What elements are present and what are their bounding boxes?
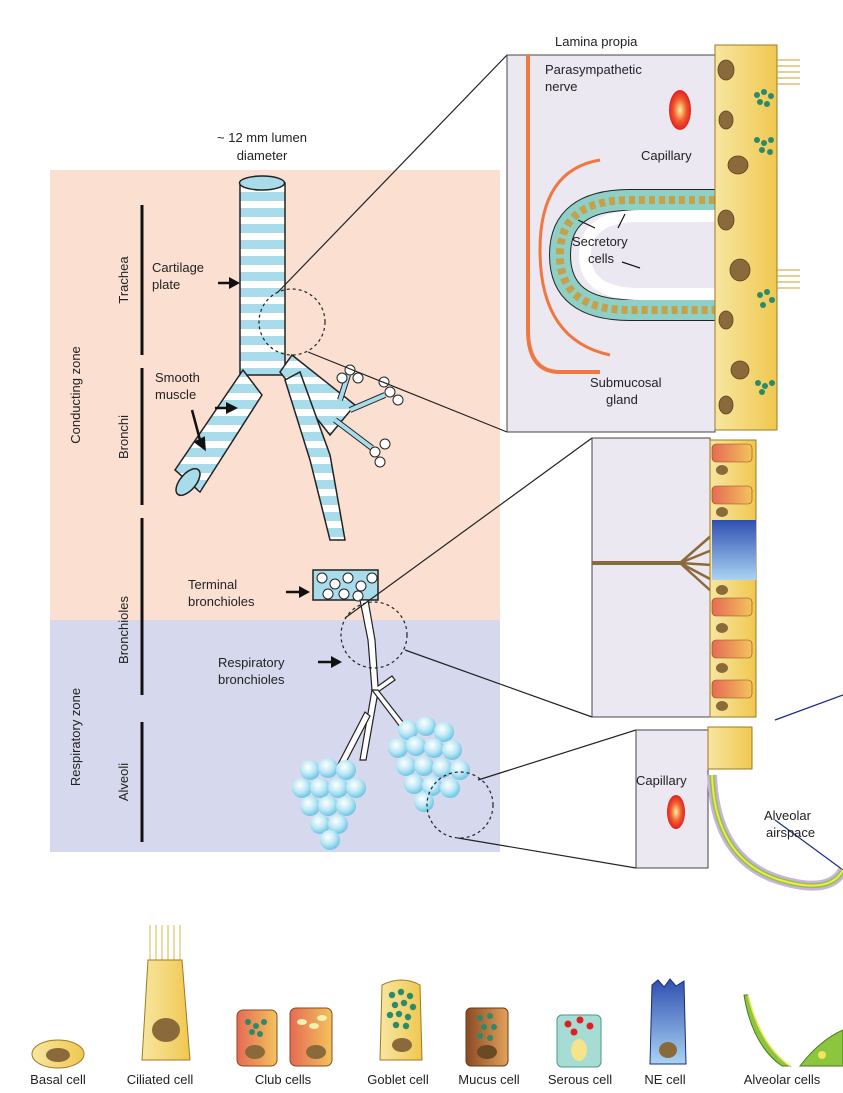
lumen-label-line1: ~ 12 mm lumen xyxy=(217,130,307,145)
trachea-label: Trachea xyxy=(116,256,131,304)
terminal-label-line2: bronchioles xyxy=(188,594,255,609)
nerve-label-line2: nerve xyxy=(545,79,578,94)
respiratory-bronchioles-label-line1: Respiratory xyxy=(218,655,285,670)
legend-alveolar-cells: Alveolar cells xyxy=(744,1072,821,1087)
trachea-tube xyxy=(240,176,286,375)
capillary-label: Capillary xyxy=(641,148,692,163)
alveolar-detail-box xyxy=(636,727,843,886)
capillary-bottom xyxy=(667,795,685,829)
conducting-zone-label: Conducting zone xyxy=(68,346,83,444)
cell-legend-labels: Basal cell Ciliated cell Club cells Gobl… xyxy=(30,1072,821,1087)
goblet-cell-icon xyxy=(380,980,422,1060)
smooth-muscle-label-line2: muscle xyxy=(155,387,196,402)
bronchi-label: Bronchi xyxy=(116,415,131,459)
legend-mucus-cell: Mucus cell xyxy=(458,1072,520,1087)
gland-label-line2: gland xyxy=(606,392,638,407)
secretory-label-line2: cells xyxy=(588,251,615,266)
mucus-cell-icon xyxy=(466,1008,508,1066)
airspace-label-line1: Alveolar xyxy=(764,808,812,823)
bronchioles-label: Bronchioles xyxy=(116,596,131,664)
alveoli-label: Alveoli xyxy=(116,763,131,801)
legend-basal-cell: Basal cell xyxy=(30,1072,86,1087)
legend-serous-cell: Serous cell xyxy=(548,1072,612,1087)
respiratory-bronchioles-label-line2: bronchioles xyxy=(218,672,285,687)
club-cells-icon xyxy=(237,1008,332,1066)
airway-epithelium-strip xyxy=(715,45,800,430)
terminal-label-line1: Terminal xyxy=(188,577,237,592)
respiratory-zone-label: Respiratory zone xyxy=(68,688,83,786)
legend-club-cells: Club cells xyxy=(255,1072,312,1087)
alveolar-cells-icon xyxy=(744,995,843,1066)
capillary-top xyxy=(669,90,691,130)
capillary-bottom-label: Capillary xyxy=(636,773,687,788)
lamina-propia-label: Lamina propia xyxy=(555,34,638,49)
legend-ne-cell: NE cell xyxy=(644,1072,685,1087)
ne-cell-icon xyxy=(650,979,686,1064)
smooth-muscle-label-line1: Smooth xyxy=(155,370,200,385)
airspace-label-line2: airspace xyxy=(766,825,815,840)
basal-cell-icon xyxy=(32,1040,84,1068)
gland-label-line1: Submucosal xyxy=(590,375,662,390)
secretory-label-line1: Secretory xyxy=(572,234,628,249)
lumen-label-line2: diameter xyxy=(237,148,288,163)
cartilage-label-line2: plate xyxy=(152,277,180,292)
bronchiole-detail-box xyxy=(592,438,756,717)
ciliated-cell-icon xyxy=(142,925,190,1060)
cell-legend xyxy=(32,925,843,1068)
legend-goblet-cell: Goblet cell xyxy=(367,1072,429,1087)
serous-cell-icon xyxy=(557,1015,601,1067)
nerve-label-line1: Parasympathetic xyxy=(545,62,642,77)
terminal-bronchioles-cluster xyxy=(313,570,378,601)
cartilage-label-line1: Cartilage xyxy=(152,260,204,275)
legend-ciliated-cell: Ciliated cell xyxy=(127,1072,194,1087)
